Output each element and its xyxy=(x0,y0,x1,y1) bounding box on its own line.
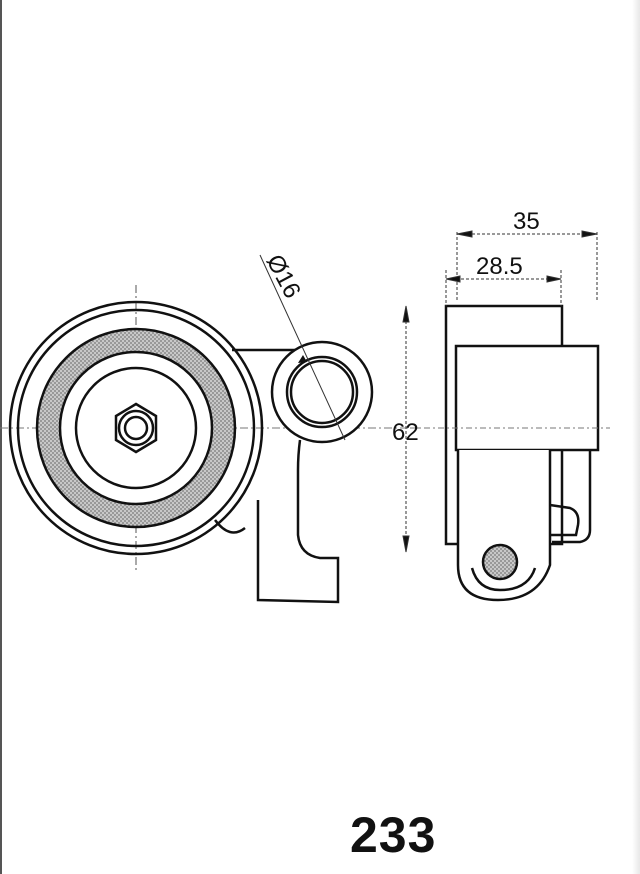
dimension-overall-width: 35 xyxy=(513,208,540,235)
dimension-lines xyxy=(402,230,598,553)
scan-edge-right xyxy=(632,0,640,874)
scan-edge-left xyxy=(0,0,2,874)
tensioner-side-view xyxy=(410,304,610,602)
bore-ring xyxy=(270,340,374,444)
dimension-height: 62 xyxy=(392,419,419,446)
part-number: 233 xyxy=(350,807,437,863)
pulley-front-view xyxy=(0,285,420,604)
diameter-label: Ø16 xyxy=(261,250,306,303)
dimension-body-width: 28.5 xyxy=(476,253,523,280)
